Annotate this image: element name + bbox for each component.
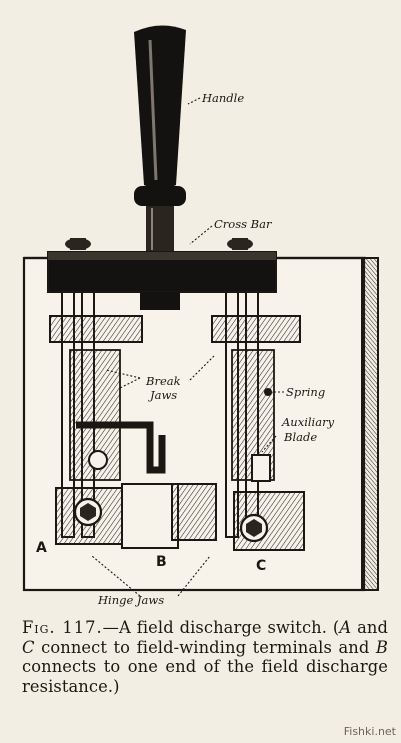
- label-handle: Handle: [201, 91, 244, 105]
- cross-bar: [47, 238, 277, 310]
- caption-paren: (: [332, 618, 340, 637]
- watermark: Fishki.net: [343, 725, 396, 738]
- caption-c: C: [22, 637, 35, 657]
- label-break-jaws-1: Break: [145, 374, 181, 388]
- caption-title: —A field discharge switch.: [102, 618, 328, 637]
- leader-lines: [91, 97, 284, 597]
- label-break-jaws-2: Jaws: [148, 388, 177, 402]
- caption-a: A: [339, 618, 352, 637]
- caption-mid: connect to field-winding terminals and: [34, 637, 376, 657]
- label-auxiliary-1: Auxiliary: [281, 415, 335, 429]
- left-blade: [49, 291, 166, 538]
- hinge-jaws: [55, 483, 305, 551]
- label-cross-bar: Cross Bar: [214, 217, 273, 231]
- label-c: C: [256, 558, 266, 574]
- caption-fig-number: Fig. 117.: [22, 618, 103, 637]
- switch-illustration: Handle Cross Bar Break Jaws Spring Auxil…: [22, 25, 379, 607]
- label-auxiliary-2: Blade: [283, 430, 317, 444]
- label-hinge-jaws: Hinge Jaws: [97, 593, 164, 607]
- caption-b: B: [375, 637, 388, 657]
- figure-caption: Fig. 117.—A field discharge switch. (A a…: [22, 618, 388, 696]
- caption-and: and: [351, 618, 389, 637]
- handle: [134, 25, 186, 252]
- label-a: A: [36, 540, 47, 556]
- label-spring: Spring: [286, 385, 325, 399]
- caption-end: connects to one end of the field dischar…: [22, 657, 388, 696]
- label-b: B: [156, 554, 167, 570]
